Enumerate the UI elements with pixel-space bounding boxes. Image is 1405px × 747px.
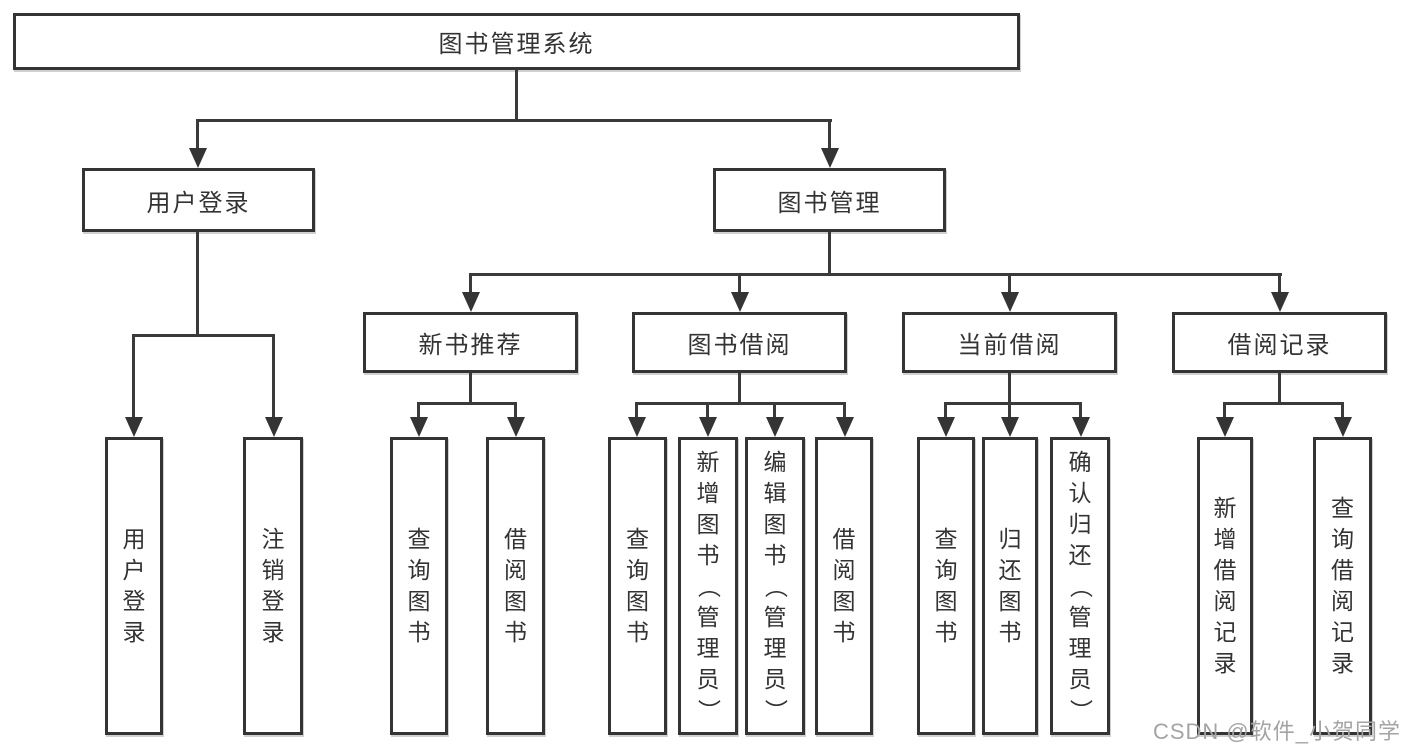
node-new-book-recommend-label: 新书推荐 [418,332,523,359]
leaf-newbook-query-books: 查询图书 [390,437,448,735]
arrowhead-down-icon [836,417,854,437]
node-borrowing-records-label: 借阅记录 [1227,332,1332,359]
leaf-borrow-edit-books-admin: 编辑图书（管理员） [745,437,805,735]
connector-arrow-stem [417,402,420,418]
leaf-newbook-query-books-label: 查询图书 [407,526,431,645]
arrowhead-down-icon [1216,417,1234,437]
connector-arrow-stem [1223,402,1226,418]
node-book-borrowing-label: 图书借阅 [687,332,792,359]
connector-arrow-stem [1278,273,1281,293]
connector-borrow-branch [635,402,846,405]
connector-arrow-stem [706,402,709,418]
connector-arrow-stem [1341,402,1344,418]
connector-current-stem [1008,373,1011,405]
node-user-login-label: 用户登录 [146,189,251,217]
arrowhead-down-icon [937,417,955,437]
connector-arrow-stem [469,273,472,293]
connector-arrow-stem [773,402,776,418]
node-current-borrowing-label: 当前借阅 [957,332,1062,359]
node-current-borrowing: 当前借阅 [902,312,1117,373]
leaf-current-return-books: 归还图书 [982,437,1038,735]
node-new-book-recommend: 新书推荐 [363,312,578,373]
node-user-login: 用户登录 [82,168,315,232]
arrowhead-down-icon [731,292,749,312]
connector-newbook-stem [469,373,472,405]
csdn-watermark: CSDN @软件_小贺同学 [1152,719,1401,744]
leaf-newbook-borrow-books-label: 借阅图书 [504,526,527,645]
leaf-current-confirm-return-admin: 确认归还（管理员） [1050,437,1110,735]
connector-current-branch [944,402,1082,405]
leaf-current-confirm-return-admin-label: 确认归还（管理员） [1067,448,1094,722]
connector-mgmt-stem [828,232,831,276]
arrowhead-down-icon [1001,292,1019,312]
leaf-records-add-record-label: 新增借阅记录 [1213,495,1237,676]
node-book-borrowing: 图书借阅 [632,312,847,373]
connector-arrow-stem [635,402,638,418]
leaf-current-query-books: 查询图书 [917,437,975,735]
connector-borrow-stem [738,373,741,405]
connector-records-stem [1278,373,1281,405]
arrowhead-down-icon [507,417,525,437]
connector-arrow-stem [828,119,831,150]
leaf-records-query-record: 查询借阅记录 [1313,437,1372,735]
connector-arrow-stem [1008,402,1011,418]
leaf-user-login: 用户登录 [105,437,163,735]
leaf-logout-label: 注销登录 [261,526,285,645]
arrowhead-down-icon [1072,417,1090,437]
leaf-borrow-edit-books-admin-label: 编辑图书（管理员） [762,448,789,722]
arrowhead-down-icon [265,417,283,437]
arrowhead-down-icon [1334,417,1352,437]
connector-arrow-stem [1008,273,1011,293]
leaf-borrow-borrow-books: 借阅图书 [815,437,873,735]
leaf-user-login-label: 用户登录 [122,526,146,645]
arrowhead-down-icon [410,417,428,437]
connector-arrow-stem [1079,402,1082,418]
leaf-records-query-record-label: 查询借阅记录 [1331,495,1354,676]
leaf-borrow-borrow-books-label: 借阅图书 [832,526,856,645]
leaf-borrow-query-books-label: 查询图书 [626,526,649,645]
connector-arrow-stem [514,402,517,418]
leaf-borrow-query-books: 查询图书 [608,437,667,735]
arrowhead-down-icon [821,148,839,168]
connector-arrow-stem [843,402,846,418]
node-root-label: 图书管理系统 [438,31,595,58]
arrowhead-down-icon [125,417,143,437]
node-root: 图书管理系统 [13,13,1020,70]
leaf-borrow-add-books-admin: 新增图书（管理员） [678,437,738,735]
arrowhead-down-icon [1001,417,1019,437]
connector-records-branch [1223,402,1344,405]
connector-userlogin-branch [132,334,275,337]
node-book-management: 图书管理 [713,168,946,232]
leaf-logout: 注销登录 [243,437,303,735]
arrowhead-down-icon [189,148,207,168]
leaf-newbook-borrow-books: 借阅图书 [486,437,545,735]
arrowhead-down-icon [628,417,646,437]
connector-mgmt-branch [469,273,1282,276]
leaf-borrow-add-books-admin-label: 新增图书（管理员） [695,448,722,722]
leaf-records-add-record: 新增借阅记录 [1197,437,1253,735]
leaf-current-return-books-label: 归还图书 [998,526,1022,645]
connector-arrow-stem [738,273,741,293]
arrowhead-down-icon [462,292,480,312]
leaf-current-query-books-label: 查询图书 [934,526,958,645]
arrowhead-down-icon [766,417,784,437]
connector-userlogin-stem [196,232,199,336]
connector-newbook-branch [417,402,517,405]
connector-arrow-stem [196,119,199,150]
node-borrowing-records: 借阅记录 [1172,312,1387,373]
arrowhead-down-icon [1271,292,1289,312]
connector-arrow-stem [944,402,947,418]
arrowhead-down-icon [699,417,717,437]
connector-arrow-stem [132,334,135,418]
connector-root-branch [196,119,832,122]
connector-arrow-stem [272,334,275,418]
connector-root-stem [515,70,518,120]
node-book-management-label: 图书管理 [777,189,882,217]
